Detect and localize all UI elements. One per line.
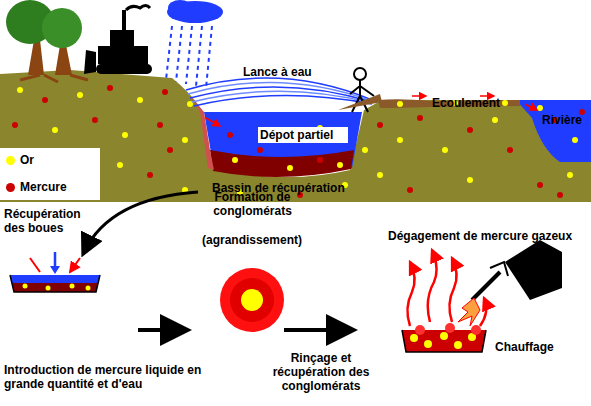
text-label: Formation de conglomérats (190, 190, 315, 218)
sediment (210, 150, 354, 177)
text-label: Introduction de mercure liquide en grand… (4, 363, 216, 391)
trees (6, 0, 88, 82)
legend-item: Mercure (6, 180, 67, 194)
step-arrow (284, 328, 350, 332)
text-label: Chauffage (495, 340, 575, 354)
bulldozer (84, 6, 152, 75)
legend-item: Or (6, 153, 34, 167)
river (516, 100, 591, 162)
heating-pan (402, 323, 486, 352)
text-label: Ecoulement (432, 96, 512, 110)
legend-text: Or (20, 153, 34, 167)
text-label: Dégagement de mercure gazeux (388, 229, 588, 243)
gas-torch (458, 240, 562, 326)
legend-swatch (6, 183, 15, 192)
text-label: Dépot partiel (260, 128, 350, 142)
vapour-arrows (407, 250, 486, 326)
curved-arrow (84, 192, 198, 252)
text-label: Lance à eau (243, 65, 333, 79)
lance (338, 94, 382, 110)
slope-mud (190, 96, 214, 170)
mixing-pan (10, 252, 100, 292)
water-jet (186, 78, 372, 106)
text-label: Rinçage et récupération des conglomérats (262, 351, 380, 393)
step-arrow (138, 328, 184, 332)
rain-cloud (166, 0, 223, 88)
ground (0, 70, 591, 202)
text-label: Rivière (542, 113, 591, 127)
text-label: Récupération des boues (4, 207, 100, 235)
text-label: (agrandissement) (196, 233, 308, 247)
legend-box (0, 148, 100, 200)
conglomerate (220, 268, 284, 332)
legend-swatch (6, 156, 15, 165)
legend-text: Mercure (20, 180, 67, 194)
